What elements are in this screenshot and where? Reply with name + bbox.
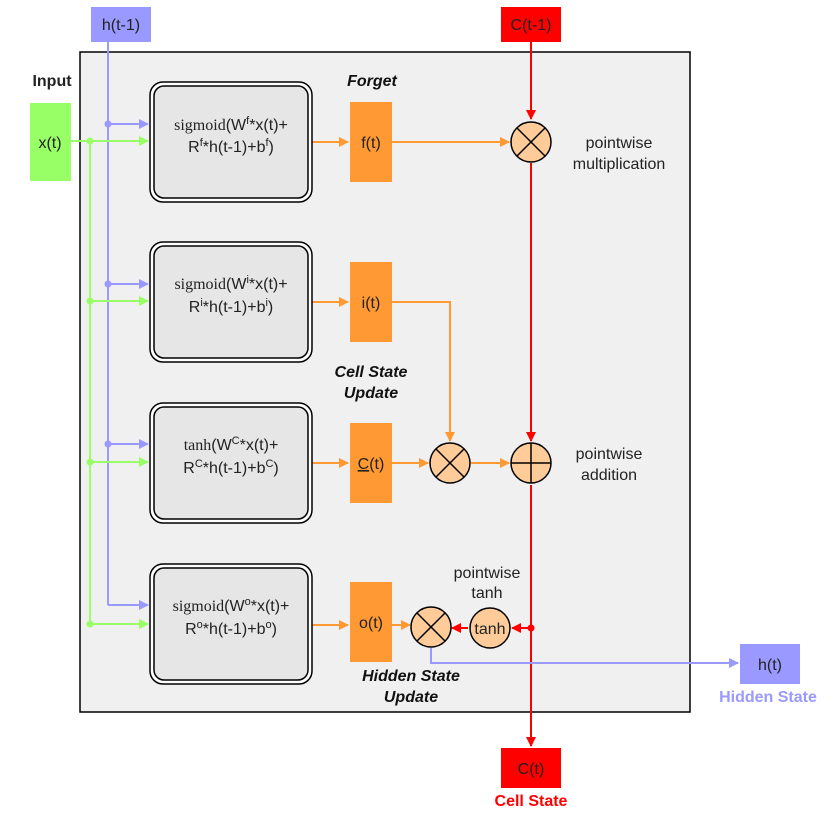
pw-tanh-label-2: tanh xyxy=(471,585,502,602)
hidden-state-caption: Hidden State xyxy=(719,689,817,706)
candidate-gate-formula-line-2: RC*h(t-1)+bC) xyxy=(183,458,279,477)
blue-junction-2 xyxy=(104,280,112,288)
h-prev-label: h(t-1) xyxy=(102,17,140,34)
hidden-update-label-2: Update xyxy=(384,689,438,706)
o-output-box: o(t) xyxy=(350,582,392,662)
tanh-node-label: tanh xyxy=(474,621,505,638)
c-prev-node: C(t-1) xyxy=(501,7,561,42)
candidate-gate-formula-line-1: tanh(WC*x(t)+ xyxy=(184,435,279,454)
hidden-multiply-icon xyxy=(410,606,452,648)
output-gate-formula-line-1: sigmoid(Wo*x(t)+ xyxy=(173,596,290,615)
forget-label: Forget xyxy=(347,73,397,90)
blue-junction-1 xyxy=(104,120,112,128)
c-prev-label: C(t-1) xyxy=(511,17,552,34)
c-out-node: C(t) xyxy=(501,748,561,788)
i-to-mult2 xyxy=(392,301,455,442)
f-output-box: f(t) xyxy=(350,102,392,182)
forget-gate-formula-line-2: Rf*h(t-1)+bf) xyxy=(188,137,274,156)
green-junction-2 xyxy=(86,297,94,305)
pw-add-label-2: addition xyxy=(581,467,637,484)
x-input-label: x(t) xyxy=(38,135,61,152)
input-gate-box: sigmoid(Wi*x(t)+ Ri*h(t-1)+bi) xyxy=(149,241,313,363)
junction-dots xyxy=(86,120,535,632)
f-output-label: f(t) xyxy=(361,135,381,152)
c-candidate-output-box: C(t) xyxy=(350,423,392,503)
input-gate-formula-line-2: Ri*h(t-1)+bi) xyxy=(189,297,274,316)
hidden-update-label-1: Hidden State xyxy=(362,668,460,685)
cell-add-icon xyxy=(510,442,552,484)
forget-gate-formula-line-1: sigmoid(Wf*x(t)+ xyxy=(174,115,288,134)
output-gate-box: sigmoid(Wo*x(t)+ Ro*h(t-1)+bo) xyxy=(149,563,313,685)
c-candidate-output-label: C(t) xyxy=(358,456,385,473)
h-out-node: h(t) xyxy=(740,644,800,684)
input-heading: Input xyxy=(32,73,72,90)
update-multiply-icon xyxy=(429,442,471,484)
cell-update-label-2: Update xyxy=(344,385,398,402)
pw-add-label-1: pointwise xyxy=(576,446,643,463)
c-out-label: C(t) xyxy=(518,761,545,778)
output-gate-formula-line-2: Ro*h(t-1)+bo) xyxy=(185,619,277,638)
forget-gate-box: sigmoid(Wf*x(t)+ Rf*h(t-1)+bf) xyxy=(149,81,313,203)
blue-junction-3 xyxy=(104,440,112,448)
pw-mult-label-2: multiplication xyxy=(573,156,665,173)
mult3-to-h-out xyxy=(430,648,739,668)
input-gate-formula-line-1: sigmoid(Wi*x(t)+ xyxy=(174,274,287,293)
h-prev-node: h(t-1) xyxy=(91,7,151,42)
cell-update-label-1: Cell State xyxy=(335,364,408,381)
green-junction-4 xyxy=(86,620,94,628)
o-output-label: o(t) xyxy=(359,615,383,632)
h-out-label: h(t) xyxy=(758,657,782,674)
green-junction-3 xyxy=(86,458,94,466)
green-junction-1 xyxy=(86,137,94,145)
i-output-label: i(t) xyxy=(362,295,381,312)
x-input-node: x(t) xyxy=(30,103,71,181)
tanh-node: tanh xyxy=(469,607,511,649)
red-junction xyxy=(527,624,535,632)
pw-mult-label-1: pointwise xyxy=(586,135,653,152)
cell-state-caption: Cell State xyxy=(495,793,568,810)
i-output-box: i(t) xyxy=(350,262,392,342)
candidate-gate-box: tanh(WC*x(t)+ RC*h(t-1)+bC) xyxy=(149,402,313,524)
forget-multiply-icon xyxy=(510,121,552,163)
pw-tanh-label-1: pointwise xyxy=(454,565,521,582)
